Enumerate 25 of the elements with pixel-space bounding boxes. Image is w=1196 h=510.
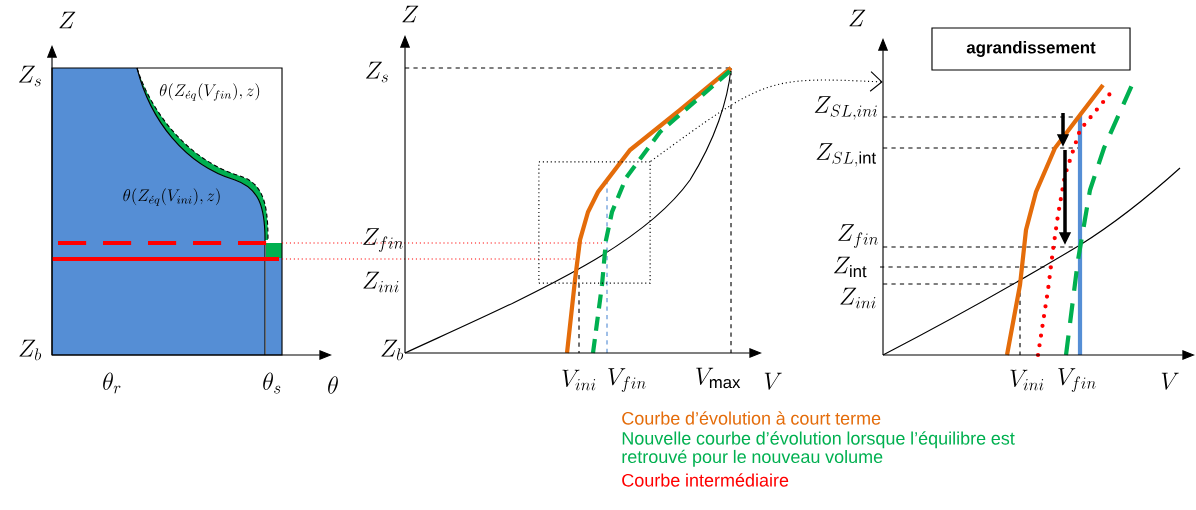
axis-label: $\theta(Z_{\acute{e}q}(V_{ini}),z)$	[123, 188, 220, 206]
axis-label: $\theta(Z_{\acute{e}q}(V_{fin}),z)$	[159, 83, 260, 101]
caption-box: agrandissement	[931, 27, 1131, 71]
axis-label: $Z_s$	[366, 61, 388, 83]
axis-label: $Z_b$	[19, 339, 42, 361]
axis-label: $\theta_s$	[263, 372, 281, 394]
arrow	[650, 71, 883, 162]
axis-label: $Z$	[849, 9, 866, 27]
legend-text: Nouvelle courbe d’évolution lorsque l’équilibre est retrouvé pour le nouveau volume	[622, 431, 1015, 467]
axis-label: $Z$	[402, 5, 419, 23]
legend-text: Courbe intermédiaire	[622, 473, 789, 487]
axis-label: $Z_{ini}$	[363, 271, 399, 293]
axis-label: $Z_b$	[381, 339, 404, 361]
axis-label: $V_{\max}$	[696, 367, 741, 389]
axis-label: $V$	[764, 372, 782, 390]
axis-label: $\theta_r$	[103, 372, 121, 394]
axis-label: $Z_s$	[19, 65, 41, 87]
axis-label: $V_{ini}$	[562, 369, 596, 391]
axis-label: $Z_{fin}$	[363, 228, 403, 252]
legend-text: Courbe d’évolution à court terme	[622, 411, 881, 425]
axis-label: $V_{fin}$	[608, 368, 646, 392]
axis-label: $\theta$	[328, 376, 338, 394]
axis-label: $V$	[1161, 372, 1179, 390]
axis-label: $Z$	[59, 11, 76, 29]
zoom-region-box	[538, 161, 651, 284]
